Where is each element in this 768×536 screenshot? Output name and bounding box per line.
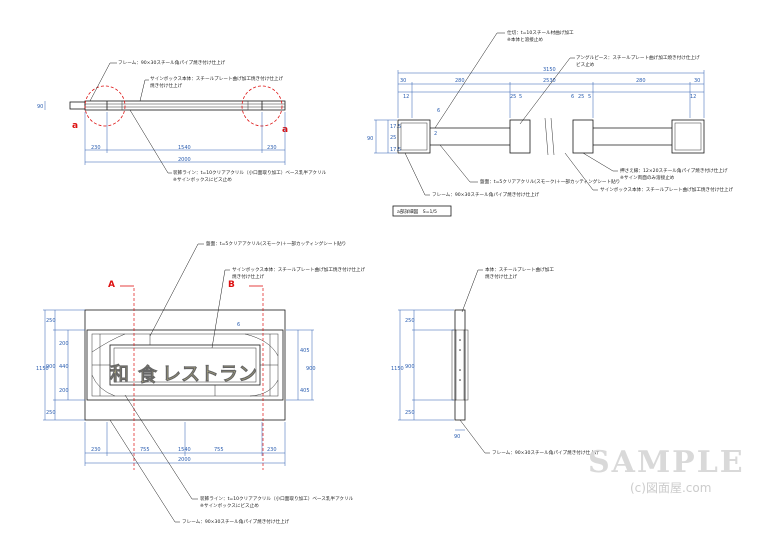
dim-front-405b: 405 (300, 388, 310, 394)
dim-front-250b: 250 (46, 410, 56, 416)
dim-detail-90: 90 (367, 136, 373, 142)
dim-detail-12a: 12 (403, 94, 409, 100)
note-decor-front-1: 装飾ライン：t=10クリアアクリル（小口面取り加工）ベース乳半アクリル (200, 495, 354, 502)
sign-char-shoku: 食 (138, 363, 158, 386)
plan-view: a a 90 230 1540 230 2000 フレーム：90×30スチール角… (37, 59, 327, 183)
dim-detail-3150: 3150 (543, 67, 556, 73)
dim-detail-280b: 280 (636, 78, 646, 84)
detail-circle-left (84, 85, 126, 127)
note-partition-2: ※本体と溶接止め (507, 36, 543, 43)
dim-plan-2000: 2000 (178, 157, 191, 163)
note-box-body-front-2: 焼き付け仕上げ (232, 273, 265, 280)
dim-detail-25b: 25 (578, 94, 584, 100)
note-press-1: 押さえ縁：12×20スチール角パイプ焼き付け仕上げ (620, 167, 728, 174)
side-frame (454, 309, 466, 421)
detail-marker-a-left: a (72, 121, 78, 131)
plan-frame (84, 100, 286, 111)
dim-front-900: 900 (46, 364, 56, 370)
dim-front-1540: 1540 (178, 447, 191, 453)
front-elevation: 和 食 レストラン A B 1150 250 900 250 200 440 2… (36, 240, 365, 525)
watermark-copyright: (c)図面屋.com (630, 481, 711, 495)
note-decor-top-1: 装飾ライン：t=10クリアアクリル（小口面取り加工）ベース乳半アクリル (173, 169, 327, 176)
dim-front-250a: 250 (46, 318, 56, 324)
dim-front-230a: 230 (91, 447, 101, 453)
note-box-body-front: サインボックス本体：スチールプレート曲げ加工焼き付け仕上げ (232, 266, 365, 273)
note-body-side-2: 焼き付け仕上げ (485, 273, 518, 280)
dim-detail-2: 2 (434, 131, 437, 137)
detail-view: 3150 30 280 2530 280 30 12 6 25 5 6 25 5… (367, 29, 733, 217)
dim-side-250a: 250 (405, 318, 415, 324)
dim-detail-5a: 5 (519, 94, 522, 100)
note-anchor-2: ビス止め (576, 61, 595, 68)
dim-side-900: 900 (405, 364, 415, 370)
side-elevation: 1150 250 900 250 90 本体：スチールプレート曲げ加工 焼き付け… (391, 266, 600, 456)
note-partition-1: 仕切：t=10スチール材曲げ加工 (507, 29, 574, 36)
dim-detail-280a: 280 (455, 78, 465, 84)
dim-detail-175a: 17.5 (390, 124, 401, 130)
dim-detail-6: 6 (437, 108, 440, 114)
dim-detail-5b: 5 (588, 94, 591, 100)
dim-detail-6b: 6 (571, 94, 574, 100)
note-press-2: ※サイン両面のみ溶接止め (620, 174, 675, 181)
front-frame (84, 309, 286, 421)
note-decor-front-2: ※サインボックスにビス止め (200, 502, 259, 509)
note-face-front: 盤面：t=5クリアアクリル(スモーク)＋一部カッティングシート貼り (206, 240, 346, 247)
detail-title: a部詳細図 S=1/5 (397, 208, 437, 215)
dim-front-755a: 755 (140, 447, 150, 453)
dim-detail-2530: 2530 (543, 78, 556, 84)
dim-front-1150: 1150 (36, 366, 49, 372)
dim-detail-25a: 25 (510, 94, 516, 100)
note-anchor-1: アングルピース：スチールプレート曲げ加工焼き付け仕上げ (576, 54, 700, 61)
dim-detail-175b: 17.5 (390, 147, 401, 153)
note-frame-side: フレーム：90×30スチール角パイプ焼き付け仕上げ (492, 449, 600, 456)
dim-plan-height: 90 (37, 104, 43, 110)
note-box-body-top-2: 焼き付け仕上げ (150, 82, 183, 89)
watermark-sample: SAMPLE (588, 445, 745, 480)
dim-front-200b: 200 (59, 388, 69, 394)
note-frame-front: フレーム：90×30スチール角パイプ焼き付け仕上げ (182, 518, 290, 525)
dim-front-6: 6 (237, 322, 240, 328)
note-box-body-top: サインボックス本体：スチールプレート曲げ加工焼き付け仕上げ (150, 75, 283, 82)
dim-side-1150: 1150 (391, 366, 404, 372)
dim-detail-12b: 12 (690, 94, 696, 100)
dim-front-405a: 405 (300, 348, 310, 354)
dim-plan-230a: 230 (91, 145, 101, 151)
dim-detail-30a: 30 (400, 78, 406, 84)
section-marker-a: A (108, 280, 115, 290)
dim-front-440: 440 (59, 364, 69, 370)
note-face-detail: 盤面：t=5クリアアクリル(スモーク)＋一部カッティングシート貼り (480, 178, 620, 185)
note-frame-top: フレーム：90×30スチール角パイプ焼き付け仕上げ (118, 59, 226, 66)
section-marker-b: B (228, 280, 235, 290)
dim-front-230b: 230 (267, 447, 277, 453)
sign-restaurant: レストラン (162, 363, 257, 385)
dim-plan-230b: 230 (267, 145, 277, 151)
sign-char-wa: 和 (110, 362, 129, 385)
note-decor-top-2: ※サインボックスにビス止め (173, 176, 232, 183)
note-box-body-detail: サインボックス本体：スチールプレート曲げ加工焼き付け仕上げ (600, 186, 733, 193)
dim-front-900b: 900 (306, 366, 316, 372)
dim-side-250b: 250 (405, 410, 415, 416)
note-frame-detail: フレーム：90×30スチール角パイプ焼き付け仕上げ (432, 191, 540, 198)
dim-plan-1540: 1540 (178, 145, 191, 151)
dim-front-2000: 2000 (178, 457, 191, 463)
dim-detail-30b: 30 (694, 78, 700, 84)
dim-front-755b: 755 (214, 447, 224, 453)
dim-detail-25c: 25 (390, 135, 396, 141)
dim-front-200a: 200 (59, 341, 69, 347)
dim-side-90: 90 (454, 434, 460, 440)
note-body-side-1: 本体：スチールプレート曲げ加工 (485, 266, 554, 273)
